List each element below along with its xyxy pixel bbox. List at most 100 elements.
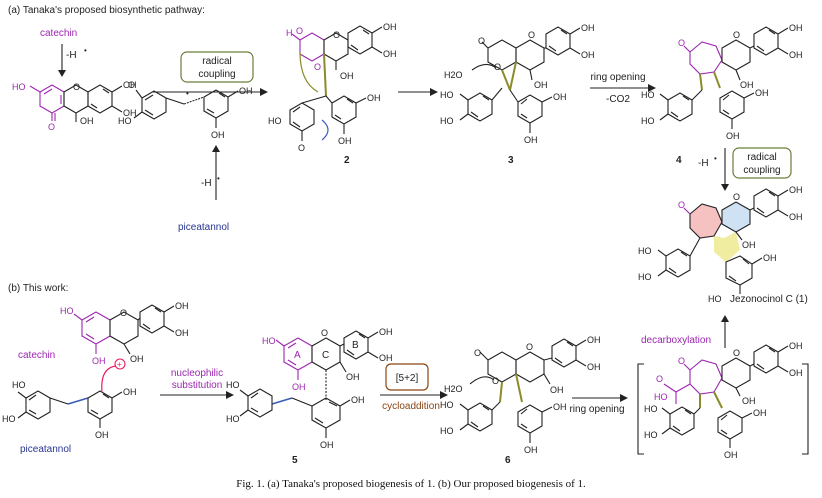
arrowhead [58, 70, 66, 77]
compound-4-number: 4 [676, 155, 682, 166]
catechin-structure-b [73, 304, 175, 355]
ho-label: HO [708, 294, 722, 304]
compound-3-number: 3 [508, 155, 514, 166]
oh-label: OH [80, 116, 94, 126]
oh-label: OH [553, 402, 567, 412]
radical-coupling-text-1: radical [202, 56, 231, 67]
ho-label: HO [226, 380, 240, 390]
ring-c-label: C [322, 350, 329, 361]
cycloaddition-box-text: [5+2] [396, 373, 419, 384]
oh-label: OH [351, 395, 365, 405]
ho-label: HO [12, 82, 26, 92]
jezonocinol-structure [657, 188, 789, 294]
oh-label: OH [763, 253, 777, 263]
radical-coupling-text-3: radical [747, 152, 776, 163]
oh-label: OH [123, 108, 137, 118]
oh-label: OH [383, 49, 397, 59]
o-label: O [656, 374, 663, 384]
ho-label: HO [641, 90, 655, 100]
o-label: O [733, 348, 740, 358]
oh-label: OH [789, 50, 803, 60]
compound-5-number: 5 [292, 455, 298, 466]
catechin-radical-structure [29, 84, 123, 122]
section-b-title: (b) This work: [8, 283, 68, 294]
compound-5-structure [239, 330, 379, 438]
svg-text:•: • [186, 89, 189, 98]
compound-2-structure [289, 25, 383, 141]
o-label: O [733, 192, 740, 202]
oh-label: OH [789, 185, 803, 195]
o-label: O [733, 30, 740, 40]
o-label: O [474, 348, 481, 358]
catechin-label-a: catechin [40, 28, 77, 39]
oh-label: OH [123, 80, 137, 90]
decarboxylation-label: decarboxylation [641, 335, 711, 346]
oh-label: OH [95, 430, 109, 440]
radical-coupling-text-4: coupling [743, 165, 780, 176]
section-a-title: (a) Tanaka's proposed biosynthetic pathw… [8, 5, 205, 16]
oh-label: OH [742, 240, 756, 250]
h-abstraction-label-a: -H [66, 50, 77, 61]
o-label: O [492, 376, 499, 386]
ho-label: HO [60, 306, 74, 316]
oh-label: OH [789, 368, 803, 378]
h2o-label: H2O [444, 384, 463, 394]
figure-caption: Fig. 1. (a) Tanaka's proposed biogenesis… [236, 478, 586, 490]
cycloaddition-box [385, 363, 429, 391]
compound-2-number: 2 [344, 155, 350, 166]
ho-label: HO [440, 90, 454, 100]
oh-label: OH [383, 22, 397, 32]
oh-label: OH [553, 92, 567, 102]
oh-label: OH [789, 341, 803, 351]
o-label: O [678, 200, 685, 210]
oh-label: OH [740, 80, 754, 90]
arrowhead [212, 145, 220, 152]
oh-label: OH [92, 356, 106, 366]
oh-label: OH [724, 450, 738, 460]
oh-label: OH [581, 50, 595, 60]
o-label: O [298, 143, 305, 153]
oh-label: OH [587, 362, 601, 372]
jezonocinol-label: Jezonocinol C (1) [730, 294, 808, 305]
h-label: H [286, 28, 293, 38]
o-label: O [494, 62, 501, 72]
oh-label: OH [338, 136, 352, 146]
oh-label: OH [524, 135, 538, 145]
o-label: O [678, 38, 685, 48]
oh-label: OH [755, 88, 769, 98]
oh-label: OH [379, 353, 393, 363]
oh-label: OH [239, 86, 253, 96]
ho-label: HO [268, 116, 282, 126]
o-label: O [528, 30, 535, 40]
minus-co2-label: -CO2 [606, 94, 630, 105]
compound-6-structure [459, 338, 587, 443]
h-abstraction-label-b: -H [201, 178, 212, 189]
piceatannol-label-b: piceatannol [20, 444, 71, 455]
oh-label: OH [379, 327, 393, 337]
radical-coupling-text-2: coupling [198, 69, 235, 80]
ho-label: HO [262, 336, 276, 346]
o-label: O [128, 80, 135, 90]
piceatannol-structure-b [17, 365, 123, 428]
o-label: O [314, 62, 321, 72]
ho-label: HO [440, 426, 454, 436]
ho-label: HO [641, 116, 655, 126]
radical-coupling-box-1 [180, 51, 254, 83]
ho-label: HO [644, 430, 658, 440]
oh-label: OH [753, 408, 767, 418]
ho-label: HO [638, 272, 652, 282]
o-label: O [678, 356, 685, 366]
oh-label: OH [581, 23, 595, 33]
ho-label: HO [12, 380, 26, 390]
oh-label: OH [789, 212, 803, 222]
o-label: O [478, 36, 485, 46]
o-label: O [526, 342, 533, 352]
ho-label: HO [654, 392, 668, 402]
compound-3-structure [459, 26, 581, 133]
ho-label: HO [118, 116, 132, 126]
oh-label: OH [211, 130, 225, 140]
catechin-label-b: catechin [18, 350, 55, 361]
oh-label: OH [524, 445, 538, 455]
svg-text:•: • [217, 174, 220, 183]
